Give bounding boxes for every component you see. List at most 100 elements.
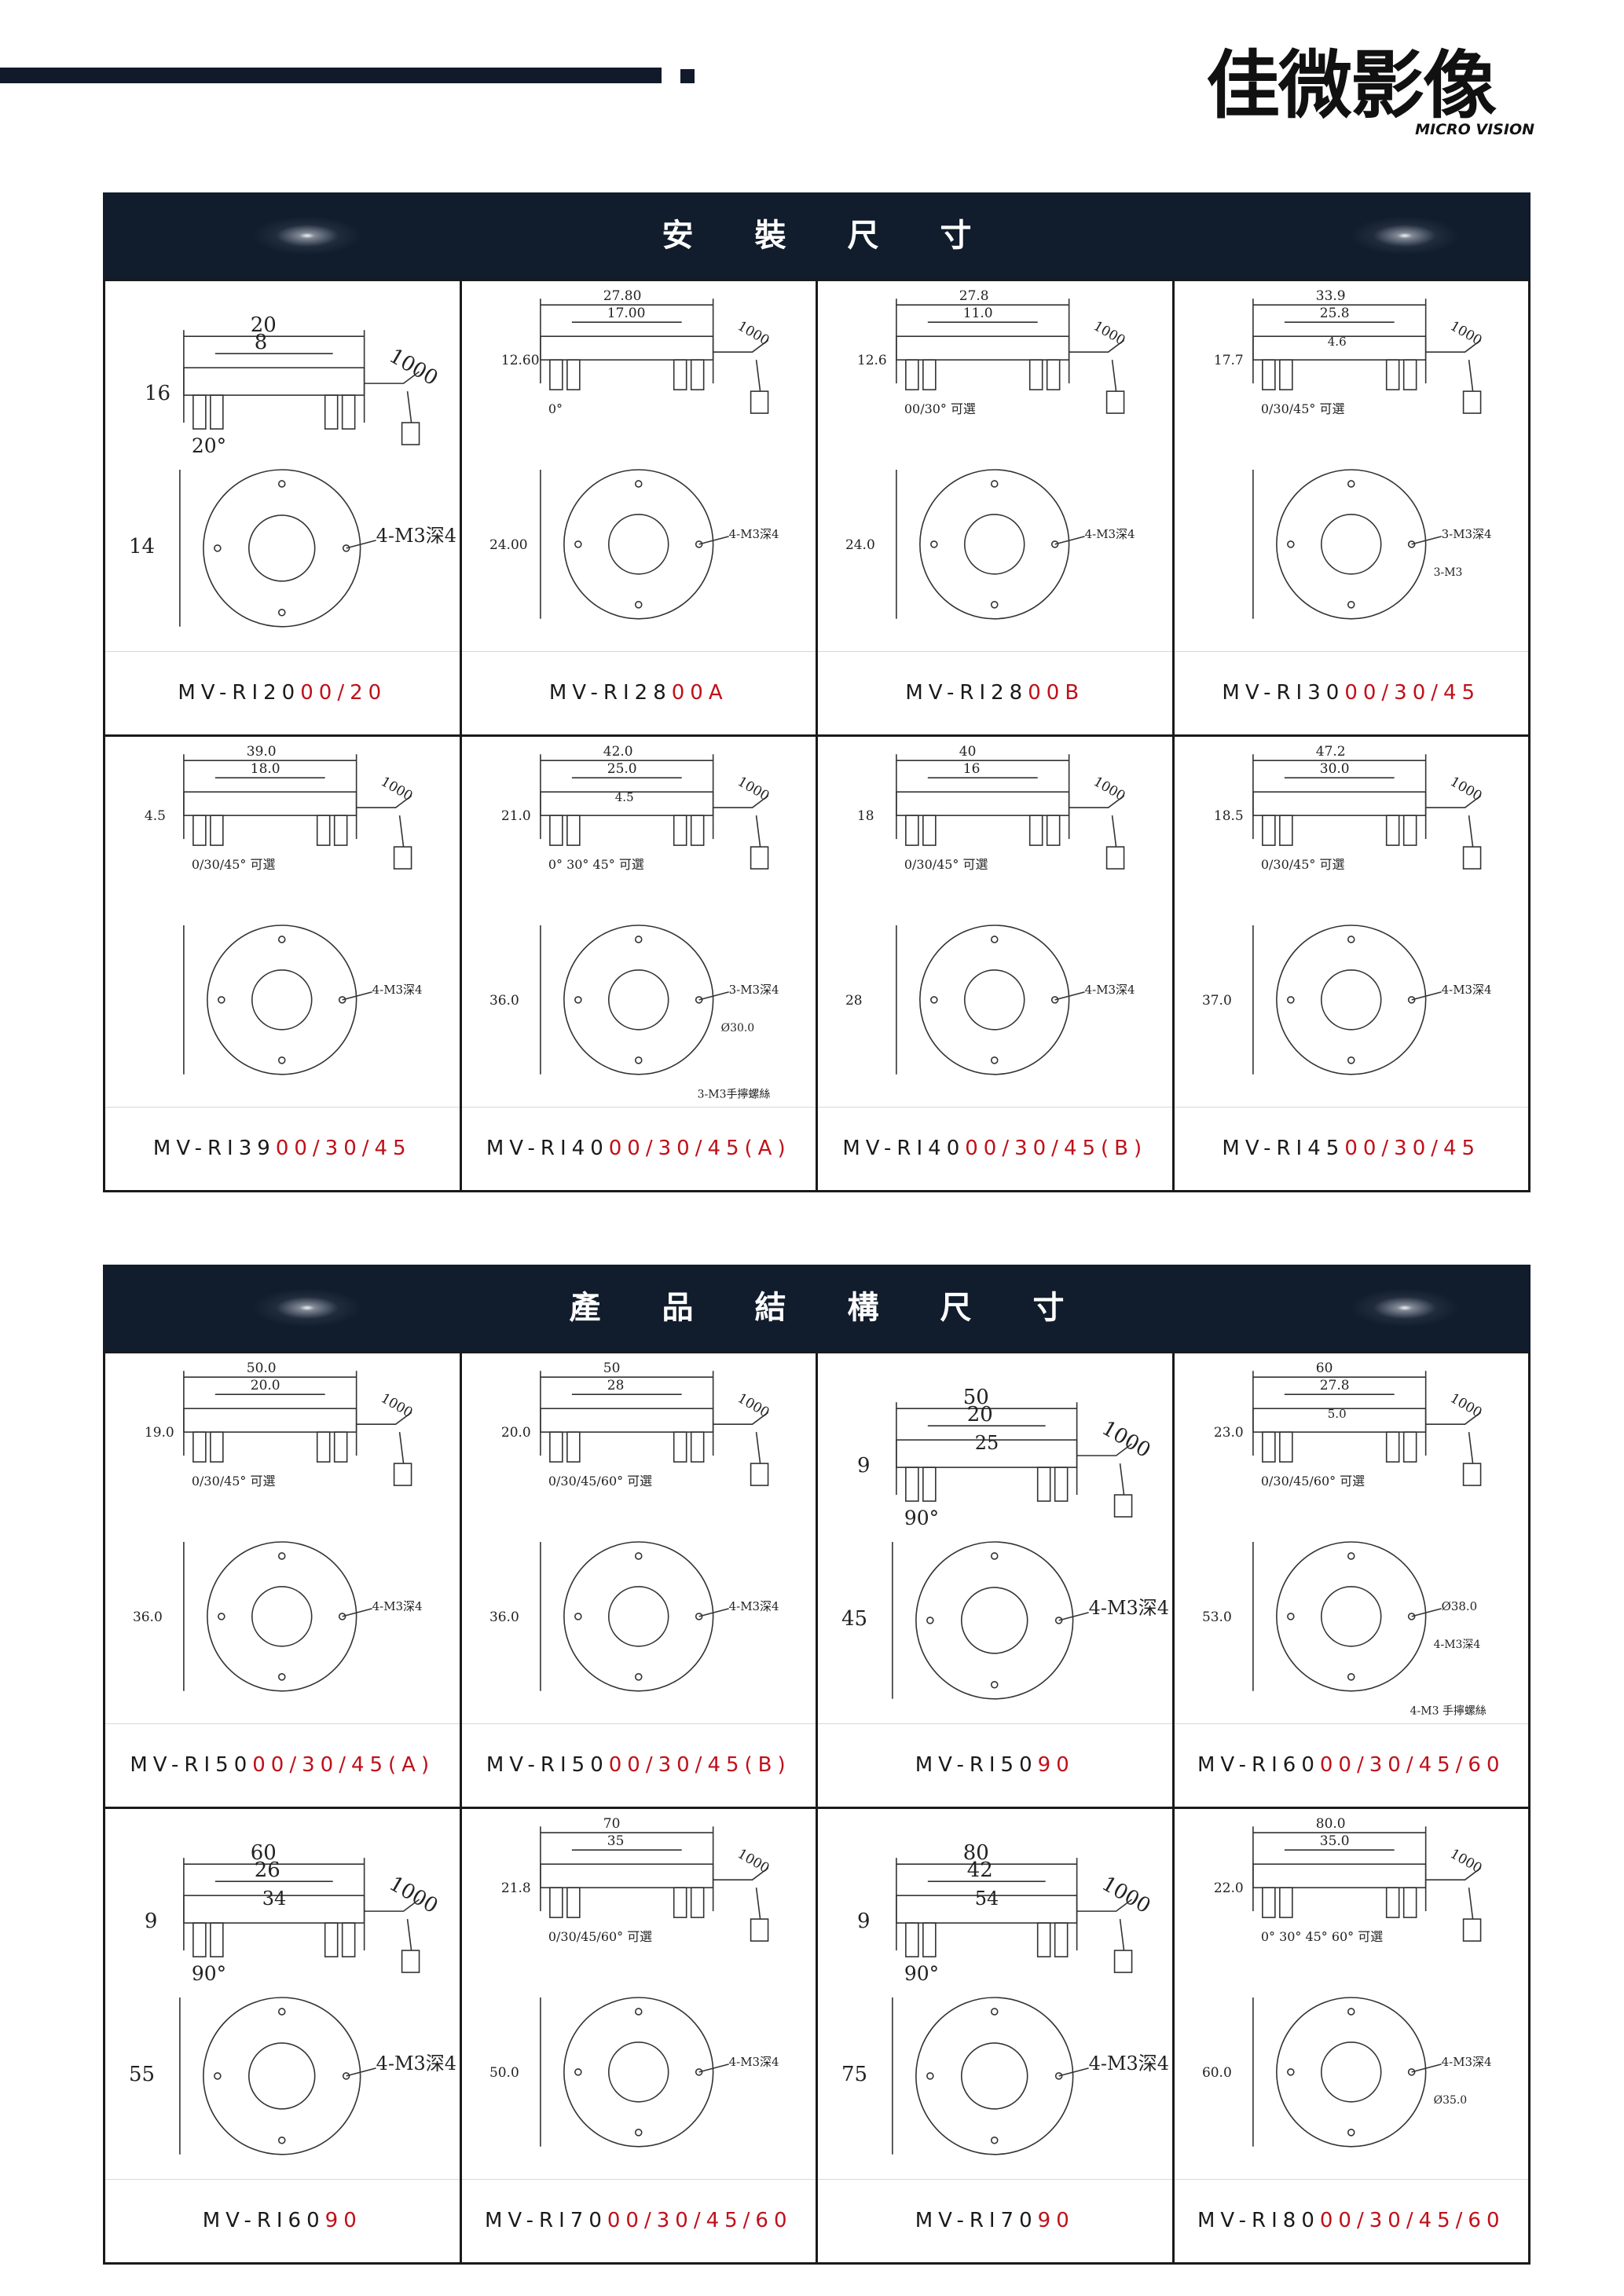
mount-hole	[990, 601, 999, 609]
dim-text: 4-M3深4	[372, 1599, 423, 1613]
dim-text: Ø35.0	[1433, 2094, 1467, 2107]
dim-text: 27.8	[1319, 1378, 1349, 1393]
model-prefix: MV-RI50	[915, 1753, 1038, 1777]
leader-line	[698, 536, 729, 545]
mount-hole	[214, 544, 222, 552]
model-suffix: 00/30/45/60	[607, 2209, 793, 2232]
connector	[393, 846, 412, 870]
connector	[750, 390, 768, 414]
leader-line	[346, 540, 376, 549]
led-pin	[905, 815, 919, 846]
model-prefix: MV-RI28	[905, 681, 1028, 705]
dim-text: 4-M3深4	[1089, 2052, 1169, 2074]
dim-text: 1000	[735, 1846, 772, 1877]
model-suffix: 90	[1037, 1753, 1075, 1777]
led-pin	[341, 394, 356, 430]
light-flare-icon	[252, 1288, 362, 1327]
lamp-body	[896, 791, 1070, 816]
lamp-body	[896, 1895, 1078, 1924]
dim-text: 42	[967, 1858, 993, 1882]
led-pin	[1028, 359, 1043, 390]
dim-text: 53.0	[1201, 1609, 1231, 1625]
mount-hole	[990, 480, 999, 488]
mount-hole	[990, 936, 999, 943]
lamp-body	[1252, 1408, 1426, 1433]
model-suffix: 00/30/45	[275, 1137, 412, 1160]
lamp-body	[183, 791, 357, 816]
mount-hole	[1054, 2072, 1063, 2080]
dim-text: 47.2	[1315, 744, 1345, 760]
led-pin	[690, 1887, 704, 1918]
mount-hole	[1347, 2008, 1355, 2016]
leader-line	[1058, 1612, 1089, 1621]
model-label: MV-RI8000/30/45/60	[1175, 2180, 1529, 2262]
leader-line	[342, 991, 372, 1001]
connector	[401, 422, 420, 445]
led-pin	[210, 815, 224, 846]
dim-text: 45	[841, 1607, 867, 1631]
led-pin	[192, 1922, 207, 1957]
mount-hole	[574, 996, 582, 1004]
led-pin	[1385, 1431, 1399, 1463]
dim-text: 0/30/45° 可選	[904, 857, 988, 872]
dim-text: 75	[841, 2063, 867, 2086]
lamp-body	[1252, 791, 1426, 816]
dim-text: 1000	[1091, 318, 1127, 349]
mount-hole	[1407, 1613, 1415, 1620]
mount-hole	[695, 1613, 702, 1620]
model-label: MV-RI5000/30/45(B)	[462, 1724, 816, 1807]
led-pin	[192, 1431, 207, 1463]
mount-hole	[574, 1613, 582, 1620]
mount-hole	[1050, 540, 1059, 548]
dim-text: 1000	[378, 774, 415, 804]
led-pin	[192, 815, 207, 846]
ring-outer	[563, 1541, 713, 1692]
led-pin	[922, 1467, 937, 1502]
mount-hole	[1050, 996, 1059, 1004]
dim-text: 1000	[378, 1390, 415, 1421]
model-suffix: 00/30/45(B)	[608, 1753, 791, 1777]
dim-text: 90°	[904, 1507, 939, 1529]
led-pin	[1036, 1922, 1051, 1957]
led-pin	[548, 359, 563, 390]
model-label: MV-RI7000/30/45/60	[462, 2180, 816, 2262]
connector	[1462, 390, 1481, 414]
model-suffix: 00/30/45/60	[1319, 2209, 1505, 2232]
dim-text: 27.8	[959, 288, 989, 304]
ring-outer	[1275, 1541, 1426, 1692]
dim-text: 4-M3深4	[1085, 527, 1135, 541]
led-pin	[1261, 359, 1276, 390]
mount-hole	[338, 1613, 346, 1620]
dim-text: 20.0	[500, 1425, 530, 1441]
dim-text: 55	[129, 2063, 155, 2086]
model-prefix: MV-RI60	[1197, 1753, 1320, 1777]
dim-text: 4-M3 手擰螺絲	[1410, 1705, 1486, 1718]
led-pin	[548, 1887, 563, 1918]
mount-hole	[277, 608, 286, 617]
dim-text: 00/30° 可選	[904, 401, 976, 416]
dim-text: 0°	[548, 401, 562, 416]
model-suffix: 00/30/45(A)	[252, 1753, 435, 1777]
model-prefix: MV-RI70	[915, 2209, 1038, 2232]
mount-hole	[695, 540, 702, 548]
leader-line	[1410, 991, 1442, 1001]
mount-hole	[1347, 1056, 1355, 1064]
model-suffix: 00/30/45(A)	[608, 1137, 791, 1160]
leader-line	[1054, 536, 1085, 545]
model-prefix: MV-RI60	[202, 2209, 325, 2232]
model-label: MV-RI6000/30/45/60	[1175, 1724, 1529, 1807]
lamp-body	[539, 335, 713, 361]
mount-hole	[277, 2136, 286, 2144]
mount-hole	[634, 480, 643, 488]
model-label: MV-RI4500/30/45	[1175, 1108, 1529, 1190]
dim-text: 4-M3深4	[1433, 1639, 1480, 1651]
ring-inner	[251, 969, 313, 1031]
model-suffix: 90	[324, 2209, 362, 2232]
